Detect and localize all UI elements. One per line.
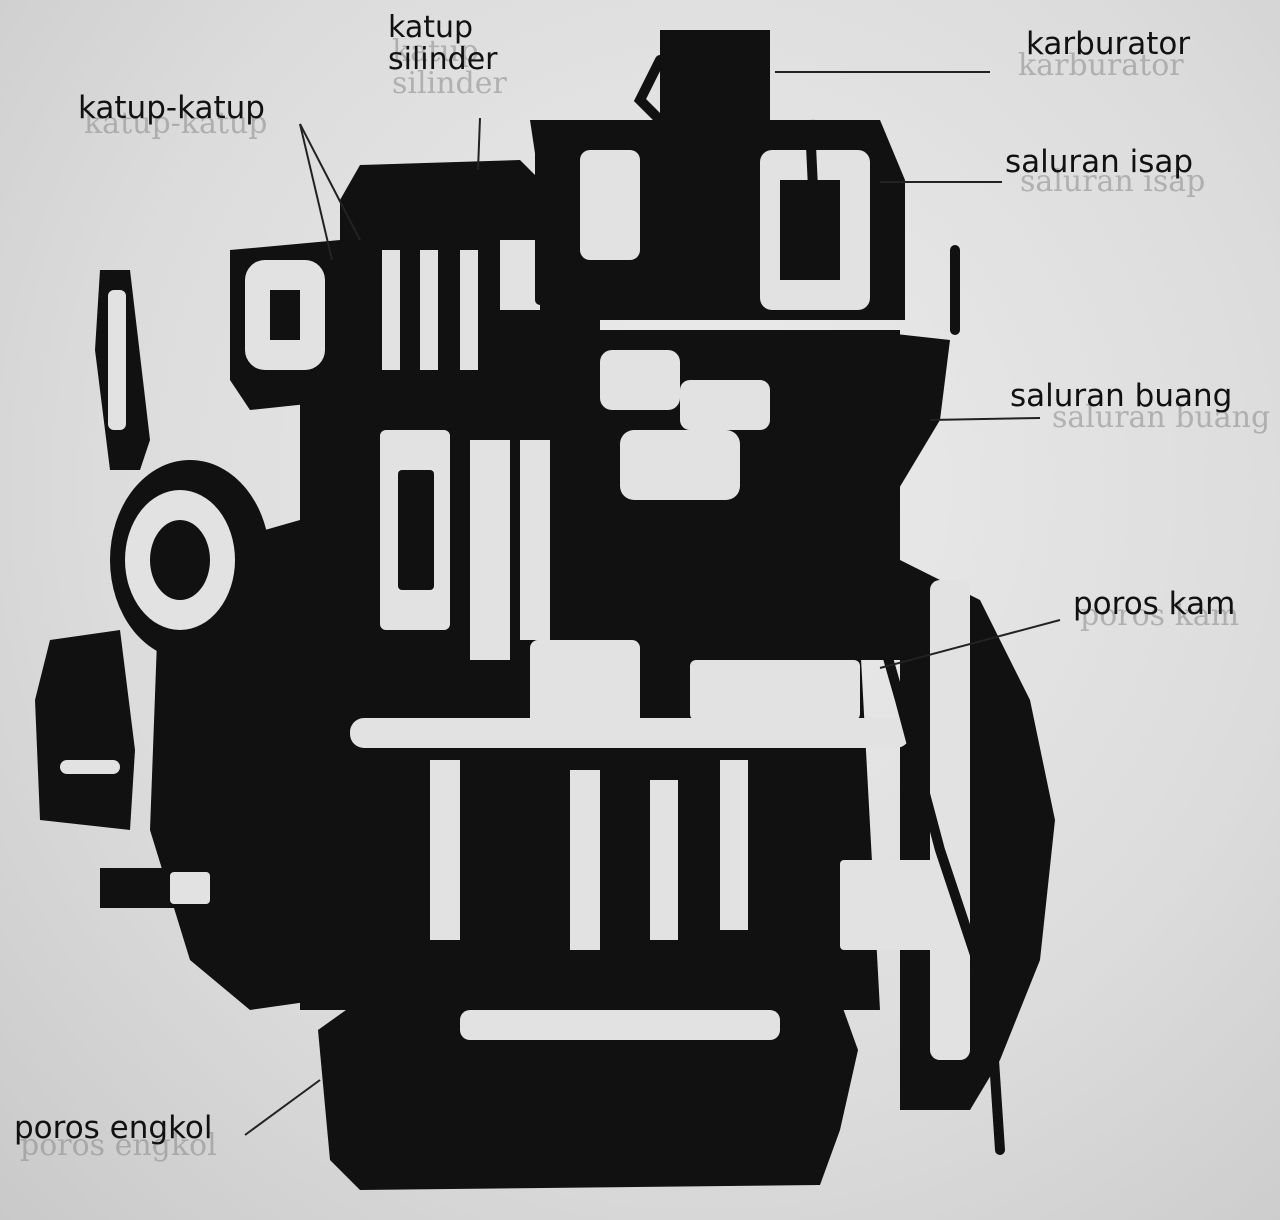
label-katup-katup: katup-katup <box>78 92 265 125</box>
label-katup-silinder-line-1: katup <box>388 12 497 44</box>
label-saluran-buang: saluran buang <box>1010 380 1232 413</box>
leader-poros-engkol <box>245 1080 320 1135</box>
label-poros-kam: poros kam <box>1073 588 1235 621</box>
leader-saluran-buang <box>930 418 1040 420</box>
leader-katup-katup-1 <box>300 124 332 260</box>
carburetor-body <box>660 30 770 120</box>
label-katup-silinder: katup silinder <box>388 12 497 75</box>
linkage <box>640 60 660 120</box>
label-saluran-isap: saluran isap <box>1005 146 1193 179</box>
label-katup-silinder-line-2: silinder <box>388 44 497 76</box>
label-karburator: karburator <box>1026 28 1190 61</box>
fan-blade-lower <box>35 630 135 830</box>
label-poros-engkol: poros engkol <box>14 1112 213 1145</box>
